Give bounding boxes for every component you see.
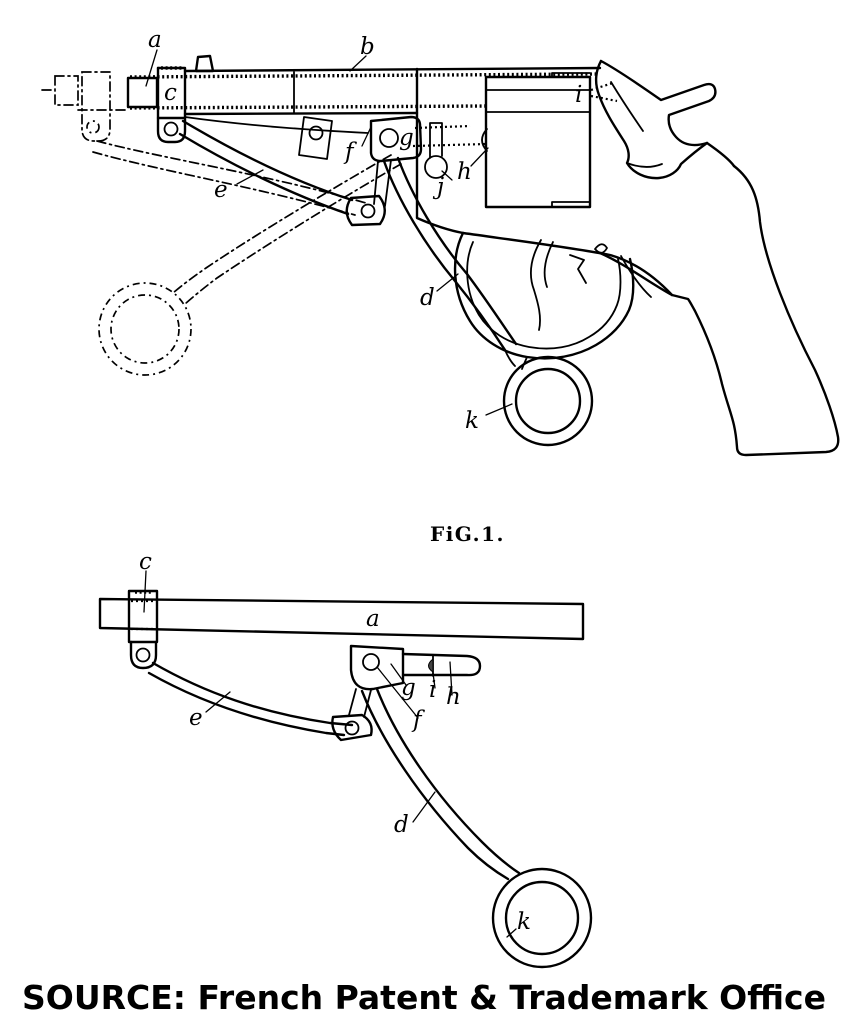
fig2-label-a: a [366, 606, 380, 632]
fig1-label-c: c [164, 80, 177, 106]
fig1-caption: FiG.1. [430, 522, 505, 546]
fig1-label-b: b [360, 34, 375, 60]
fig2-clamp-c [127, 589, 159, 670]
fig2-label-e: e [189, 705, 203, 731]
fig1-drawing: a b c d e f g h i j k [41, 27, 840, 457]
fig2-label-i: i [429, 677, 436, 703]
fig1-grip [598, 164, 840, 457]
fig2-label-h: h [446, 684, 461, 710]
fig2-label-k: k [517, 909, 531, 935]
fig1-label-g: g [399, 125, 414, 151]
fig1-phantom-position-lines [41, 71, 402, 376]
fig2-pivot-block [348, 644, 482, 718]
fig1-part-labels: a b c d e f g h i j k [145, 27, 582, 434]
fig2-drawing: c a e g i h f d k [98, 549, 593, 969]
fig1-label-a: a [148, 27, 162, 53]
fig1-label-f: f [343, 139, 357, 165]
fig2-label-d: d [394, 812, 409, 838]
fig2-arm-e [147, 661, 373, 742]
fig2-lever-d [360, 687, 521, 881]
fig1-ring-k [502, 355, 594, 447]
fig2-label-g: g [401, 675, 416, 701]
fig2-ring-k [491, 867, 593, 969]
fig1-barrel-assembly [126, 54, 602, 148]
fig1-label-d: d [420, 285, 435, 311]
fig1-label-k: k [465, 408, 479, 434]
fig1-label-h: h [457, 159, 472, 185]
fig2-part-labels: c a e g i h f d k [139, 549, 531, 938]
fig1-label-i: i [575, 82, 582, 108]
fig2-bar-a [98, 597, 585, 641]
fig1-cylinder-frame [415, 67, 618, 235]
fig2-label-c: c [139, 549, 152, 575]
fig1-hammer [594, 59, 736, 180]
fig1-lever-mechanism [178, 115, 518, 352]
fig2-label-f: f [411, 707, 425, 733]
fig1-label-e: e [214, 177, 228, 203]
source-attribution-text: SOURCE: French Patent & Trademark Office [22, 978, 826, 1017]
